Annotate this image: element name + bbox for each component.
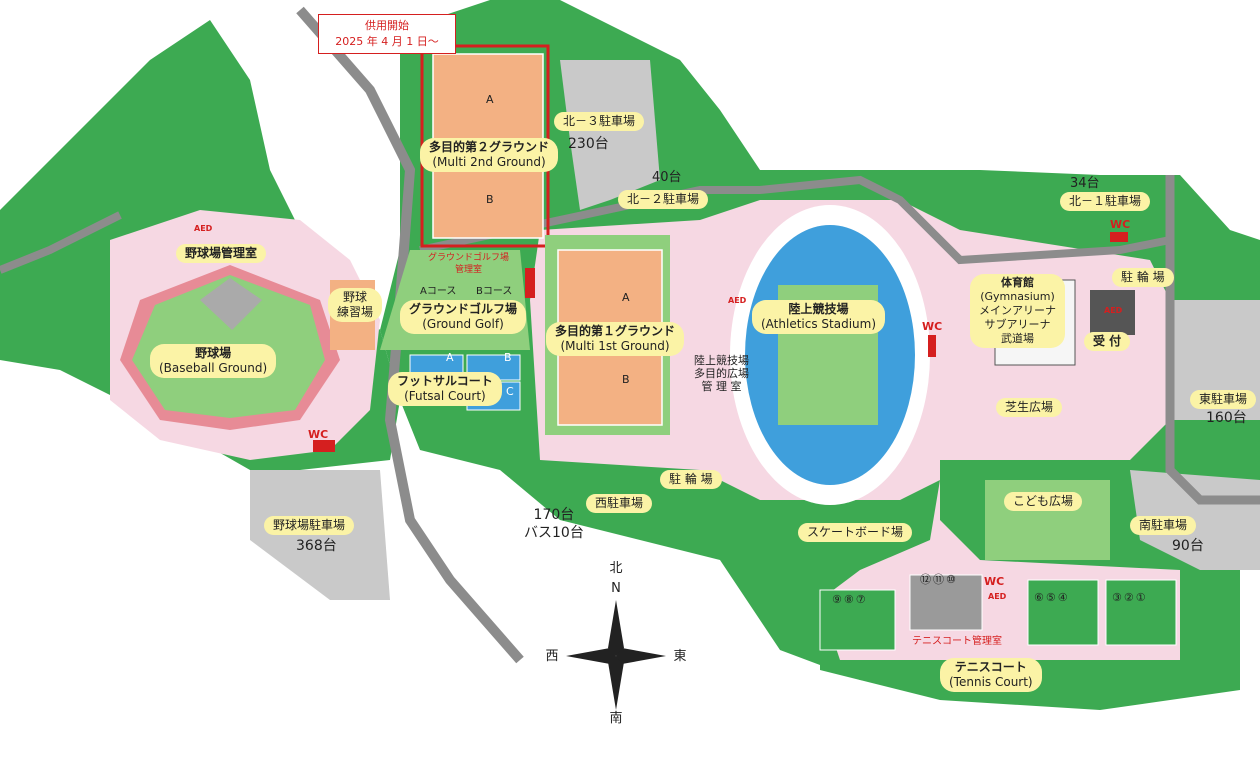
parking-north1-count: 34台 [1070,176,1100,191]
aed-baseball-icon: AED [194,224,213,233]
court-numbers-g1: ⑨⑧⑦ [832,593,868,606]
court-numbers-g2: ⑫⑪⑩ [920,573,958,586]
field-b-multi2: B [486,193,494,206]
label-futsal[interactable]: フットサルコート(Futsal Court) [388,372,502,406]
label-skate[interactable]: スケートボード場 [798,523,913,542]
label-bike-center[interactable]: 駐 輪 場 [660,470,722,489]
aed-stadium-icon: AED [728,296,747,305]
road-west [296,6,524,664]
parking-east-count: 160台 [1206,410,1247,426]
compass-east: 東 [673,648,686,664]
label-parking-north2[interactable]: 北－２駐車場 [618,190,709,209]
wc-north1: WC [1110,218,1131,231]
label-gymnasium[interactable]: 体育館 (Gymnasium) メインアリーナ サブアリーナ 武道場 [970,274,1065,348]
label-tennis-office[interactable]: テニスコート管理室 [912,636,1002,647]
opening-notice: 供用開始 2025 年 4 月 1 日〜 [318,14,456,54]
tennis-court-group-1 [819,589,896,651]
compass-south: 南 [609,710,622,726]
compass-north-ja: 北 [609,561,622,576]
label-gg-office[interactable]: グラウンドゴルフ場管理室 [428,253,510,275]
gg-course-a: Aコース [420,286,457,297]
label-baseball-practice[interactable]: 野球練習場 [328,288,383,322]
compass-north: N [611,581,621,596]
label-multi2[interactable]: 多目的第２グラウンド(Multi 2nd Ground) [420,138,559,172]
parking-baseball-count: 368台 [296,538,337,554]
wc-marker-baseball [313,440,335,452]
label-baseball-office[interactable]: 野球場管理室 [176,244,267,263]
label-stadium[interactable]: 陸上競技場(Athletics Stadium) [752,300,886,334]
parking-north2-count: 40台 [652,170,682,185]
parking-west-count: 170台バス10台 [524,507,584,541]
aed-reception-icon: AED [1104,306,1123,315]
baseball-infield [200,278,262,330]
field-a-multi1: A [622,291,630,304]
label-reception[interactable]: 受 付 [1084,332,1131,351]
futsal-b: B [504,351,512,364]
wc-baseball: WC [308,428,329,441]
north3-parking-area [560,60,660,210]
label-stadium-office[interactable]: 陸上競技場多目的広場管 理 室 [694,354,749,393]
wc-marker-stadium [928,335,936,357]
wc-marker-north1 [1110,232,1128,242]
compass-west: 西 [545,649,558,664]
road-east [1165,175,1260,505]
gg-course-b: Bコース [476,286,513,297]
south-parking-area [1130,470,1260,570]
label-parking-north1[interactable]: 北－１駐車場 [1060,192,1151,211]
label-tennis[interactable]: テニスコート(Tennis Court) [940,658,1042,692]
wc-tennis: WC [984,575,1005,588]
wc-stadium: WC [922,320,943,333]
court-numbers-g3: ⑥⑤④ [1034,591,1070,604]
tennis-court-group-2 [909,574,983,631]
label-baseball[interactable]: 野球場(Baseball Ground) [150,344,277,378]
road-west-edge [0,211,122,274]
reception-building [1090,290,1135,335]
label-parking-east[interactable]: 東駐車場 [1190,390,1257,409]
label-parking-south[interactable]: 南駐車場 [1130,516,1197,535]
label-bike-east[interactable]: 駐 輪 場 [1112,268,1174,287]
label-parking-north3[interactable]: 北－３駐車場 [554,112,645,131]
futsal-a: A [446,351,454,364]
label-lawn[interactable]: 芝生広場 [996,398,1063,417]
tennis-court-group-4 [1105,579,1177,646]
parking-south-count: 90台 [1172,538,1204,554]
field-a-multi2: A [486,93,494,106]
label-kids[interactable]: こども広場 [1004,492,1083,511]
label-multi1[interactable]: 多目的第１グラウンド(Multi 1st Ground) [546,322,685,356]
aed-tennis-icon: AED [988,592,1007,601]
label-parking-west[interactable]: 西駐車場 [586,494,653,513]
futsal-c: C [506,385,514,398]
gg-office-marker [525,268,535,298]
compass-rose [566,600,666,710]
label-parking-baseball[interactable]: 野球場駐車場 [264,516,355,535]
baseball-parking-area [250,470,390,600]
tennis-court-group-3 [1027,579,1099,646]
court-numbers-g4: ③②① [1112,591,1148,604]
parking-north3-count: 230台 [568,136,609,152]
label-ground-golf[interactable]: グラウンドゴルフ場(Ground Golf) [400,300,527,334]
field-b-multi1: B [622,373,630,386]
